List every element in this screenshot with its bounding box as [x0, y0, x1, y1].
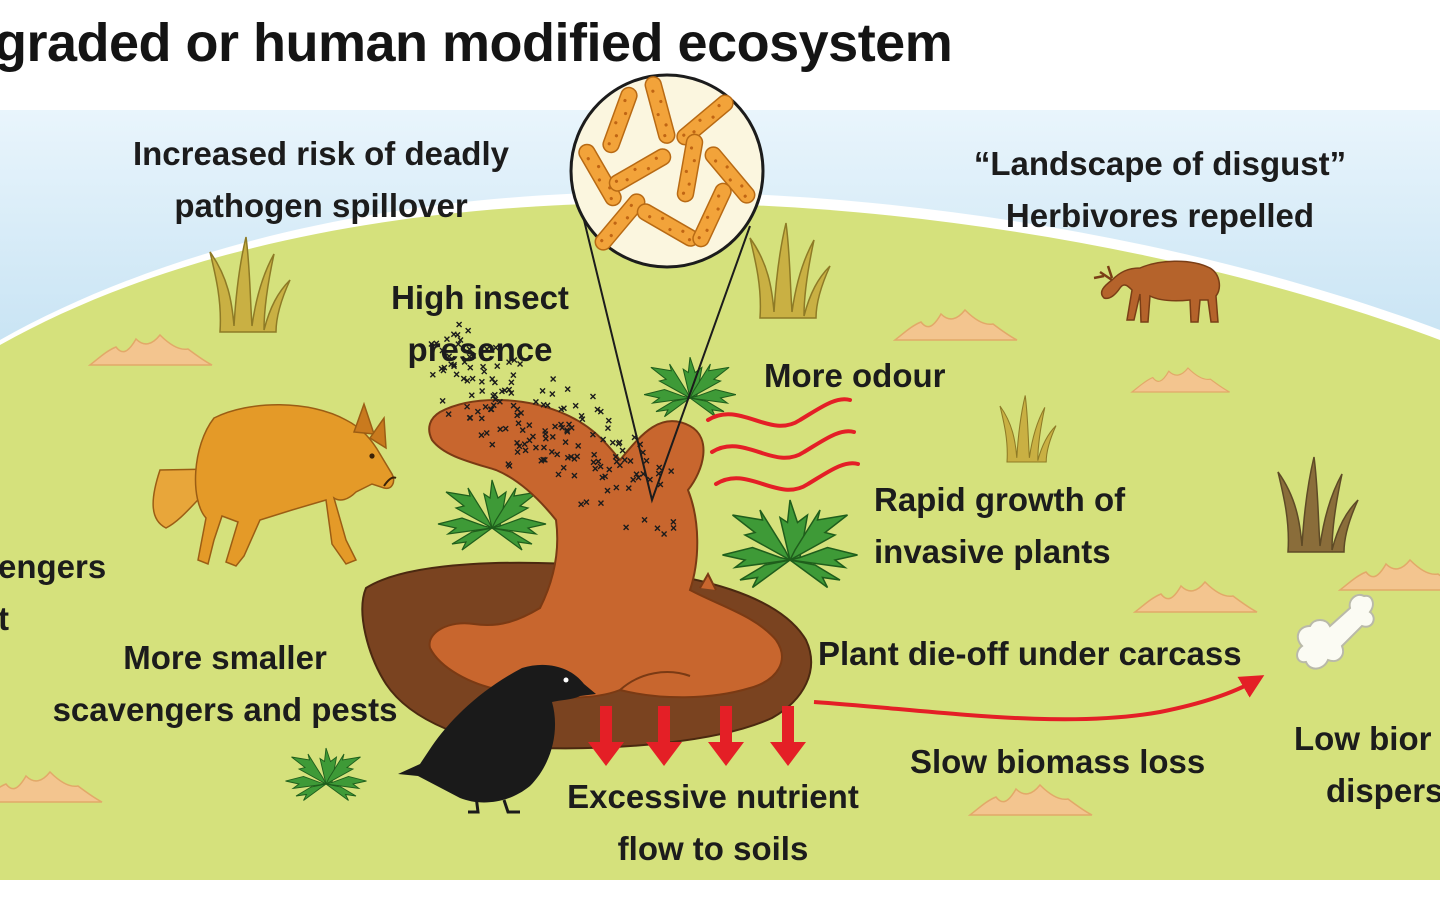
- fox-icon: [152, 401, 397, 567]
- disgust-label: “Landscape of disgust”Herbivores repelle…: [973, 145, 1347, 234]
- biomass-arrow: [813, 675, 1265, 722]
- odour-lines-icon: [706, 397, 860, 492]
- bone-icon: [1296, 594, 1375, 670]
- nutrient-arrow-icon: [588, 706, 806, 766]
- page-title: graded or human modified ecosystem: [0, 13, 953, 73]
- crow-icon: [398, 664, 596, 814]
- bottom-edge: [0, 880, 1440, 900]
- sky-band: [0, 110, 1440, 340]
- ground-hill: [0, 202, 1440, 900]
- deer-icon: [1093, 260, 1221, 323]
- odour-label: More odour: [764, 357, 946, 394]
- biomass-loss-label: Slow biomass loss: [910, 743, 1206, 780]
- insect-swarm-icon: [428, 321, 677, 537]
- die-off-label: Plant die-off under carcass: [818, 635, 1242, 672]
- bacteria-magnifier-icon: [569, 73, 765, 504]
